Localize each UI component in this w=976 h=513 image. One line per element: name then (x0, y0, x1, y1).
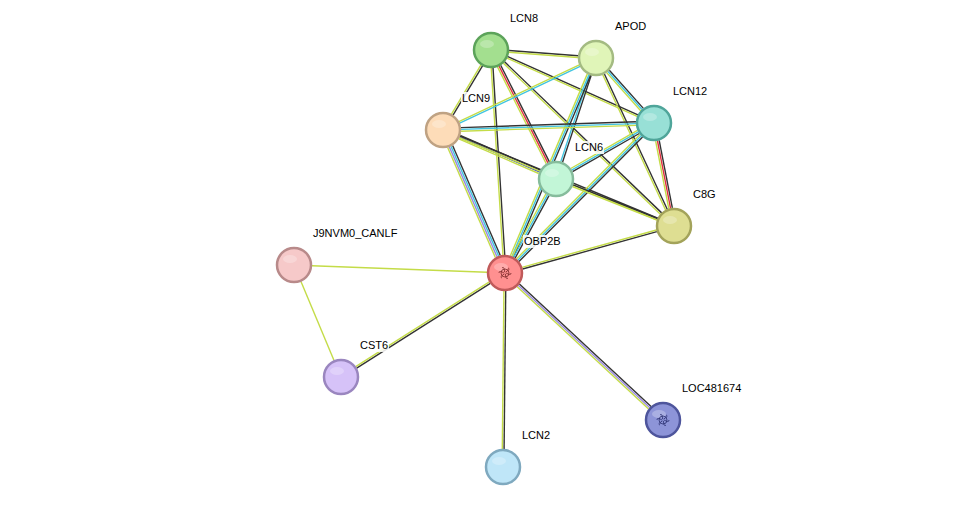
interaction-edge (356, 282, 491, 368)
node-circle (425, 112, 461, 148)
node-circle (656, 208, 692, 244)
interaction-edge (461, 122, 636, 131)
protein-node: LCN2 (485, 449, 521, 485)
protein-node: CST6 (323, 359, 359, 395)
protein-node: LCN9 (425, 112, 461, 148)
protein-node: APOD (578, 40, 614, 76)
interaction-edge (451, 65, 482, 115)
interaction-edge (572, 185, 657, 220)
evidence-line (523, 232, 657, 269)
interaction-edge (448, 145, 501, 257)
node-label: CST6 (359, 339, 389, 352)
interaction-edge (491, 68, 505, 255)
evidence-line (509, 52, 578, 57)
evidence-line (356, 282, 490, 367)
evidence-line (657, 141, 670, 209)
node-label: C8G (692, 188, 717, 201)
node-label: LCN9 (461, 92, 491, 105)
evidence-line (451, 65, 480, 114)
evidence-line (572, 186, 657, 220)
evidence-line (518, 285, 650, 407)
evidence-line (453, 145, 501, 255)
interaction-edge (512, 194, 549, 258)
evidence-line (312, 266, 487, 273)
evidence-line (656, 141, 669, 209)
evidence-line (517, 287, 649, 409)
interaction-edge (517, 284, 651, 409)
evidence-line (357, 283, 491, 368)
evidence-line (608, 71, 642, 109)
node-circle (473, 32, 509, 68)
interaction-edge (301, 282, 334, 361)
protein-node: LCN8 (473, 32, 509, 68)
evidence-line (573, 185, 658, 219)
interaction-edge (656, 140, 673, 208)
node-label: LCN8 (509, 12, 539, 25)
evidence-line (459, 139, 539, 174)
interaction-edge (516, 135, 642, 262)
protein-node: LCN6 (538, 161, 574, 197)
evidence-line (515, 196, 549, 258)
evidence-line (448, 148, 496, 258)
node-label: LCN2 (521, 429, 551, 442)
evidence-line (573, 133, 640, 171)
node-circle (485, 449, 521, 485)
node-circle (645, 402, 681, 438)
evidence-line (449, 147, 497, 257)
protein-node: J9NVM0_CANLF (276, 247, 312, 283)
node-circle (538, 161, 574, 197)
node-circle (487, 255, 523, 291)
protein-node: LOC481674 (645, 402, 681, 438)
evidence-line (519, 284, 651, 406)
evidence-line (453, 66, 482, 115)
node-label: LCN6 (574, 141, 604, 154)
evidence-line (459, 65, 579, 122)
interaction-edge (509, 50, 578, 57)
node-circle (276, 247, 312, 283)
evidence-line (659, 140, 672, 208)
node-circle (578, 40, 614, 76)
node-label: OBP2B (523, 235, 562, 248)
evidence-line (502, 291, 504, 449)
evidence-line (493, 68, 505, 255)
node-circle (636, 105, 672, 141)
evidence-line (491, 68, 503, 255)
node-label: LOC481674 (681, 382, 742, 395)
interaction-edge (312, 266, 487, 273)
interaction-edge (502, 291, 505, 449)
evidence-line (501, 65, 550, 162)
evidence-line (460, 66, 580, 123)
evidence-line (451, 146, 499, 256)
interaction-edge (459, 65, 580, 123)
node-circle (323, 359, 359, 395)
protein-node: C8G (656, 208, 692, 244)
evidence-line (301, 282, 334, 361)
evidence-line (609, 70, 643, 108)
evidence-line (519, 137, 643, 261)
node-label: J9NVM0_CANLF (312, 227, 398, 240)
node-label: APOD (614, 20, 647, 33)
protein-node: LCN12 (636, 105, 672, 141)
evidence-line (607, 73, 641, 111)
node-label: LCN12 (672, 85, 708, 98)
interaction-edge (522, 230, 657, 269)
evidence-line (522, 230, 656, 267)
protein-node: OBP2B (487, 255, 523, 291)
evidence-line (461, 125, 636, 131)
